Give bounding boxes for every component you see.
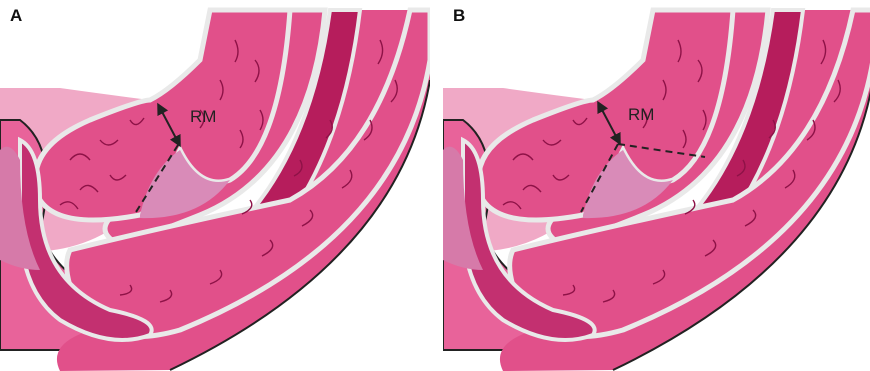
panel-letter-b: B [453, 6, 465, 26]
uterus-diagram-a: RM [0, 0, 430, 371]
rm-label-b: RM [628, 105, 654, 124]
rm-label-a: RM [190, 107, 216, 126]
panel-letter-a: A [10, 6, 22, 26]
panel-a: RM A [0, 0, 430, 371]
panel-b: RM B [443, 0, 870, 371]
uterus-diagram-b: RM [443, 0, 870, 371]
